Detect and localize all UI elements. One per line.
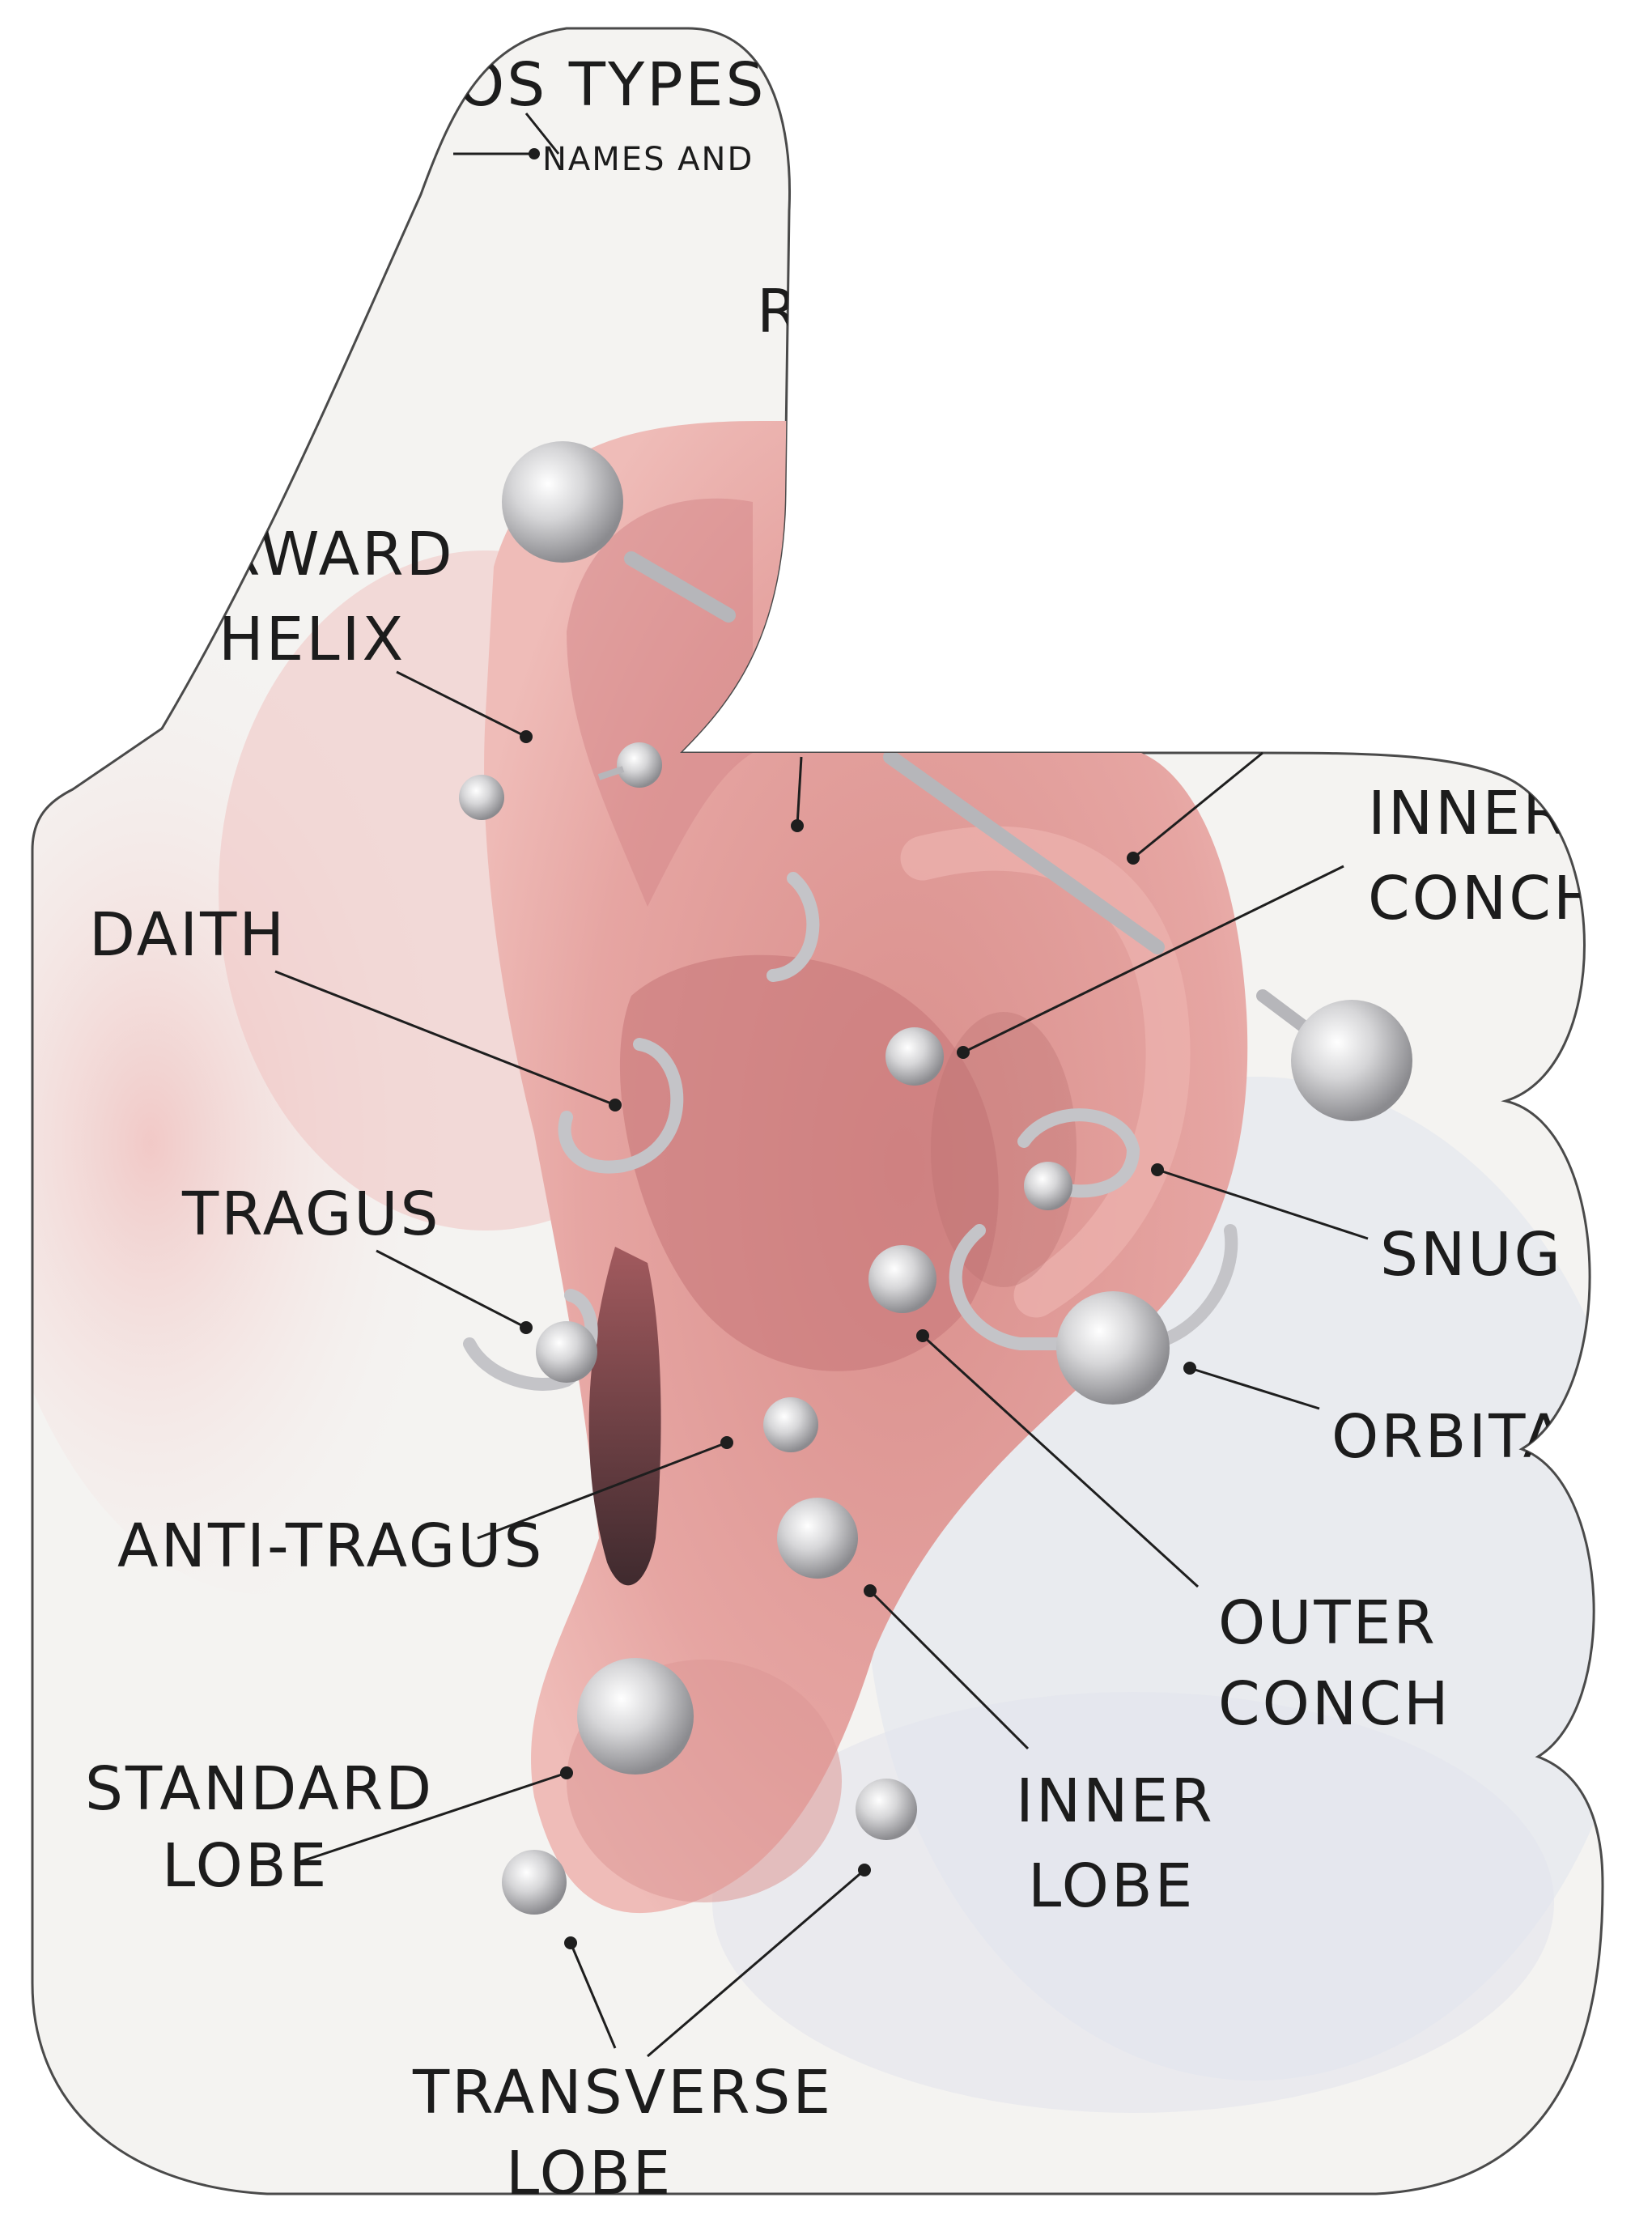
label-transverse-lobe: TRANSVERSE LOBE (412, 2058, 833, 2208)
label-outer-conch: OUTER CONCH (1218, 1588, 1451, 1739)
title-fragment: OS TYPES (457, 50, 767, 120)
forward-helix-ball (502, 441, 623, 563)
label-orbital: ORBITAL (1331, 1402, 1603, 1472)
subtitle-fragment: NAMES AND (542, 141, 754, 178)
svg-text:LOBE: LOBE (162, 1831, 329, 1901)
label-tragus: TRAGUS (181, 1180, 440, 1249)
header: OS TYPES NAMES AND R (457, 50, 801, 346)
svg-text:LOBE: LOBE (506, 2139, 673, 2208)
svg-text:RWARD: RWARD (219, 520, 455, 589)
svg-text:LOBE: LOBE (1028, 1851, 1195, 1921)
label-standard-lobe: STANDARD LOBE (85, 1754, 434, 1901)
svg-text:STANDARD: STANDARD (85, 1754, 434, 1824)
svg-text:HELIX: HELIX (219, 605, 406, 674)
svg-text:TRAGUS: TRAGUS (181, 1180, 440, 1249)
svg-text:CONCH: CONCH (1218, 1669, 1451, 1739)
label-snug: SNUG (1380, 1220, 1563, 1290)
labels: RWARD HELIX DAITH TRAGUS ANTI-TRAGUS STA… (85, 520, 1603, 2208)
svg-text:DAITH: DAITH (89, 900, 287, 970)
leader-lines (274, 113, 1369, 2058)
svg-text:CONCH: CONCH (1368, 864, 1601, 933)
label-forward-helix: RWARD HELIX (219, 520, 455, 674)
label-anti-tragus: ANTI-TRAGUS (117, 1511, 544, 1581)
side-fragment: R (757, 277, 801, 346)
label-inner-lobe: INNER LOBE (1016, 1766, 1215, 1921)
svg-text:INNER: INNER (1368, 779, 1567, 848)
industrial-end-ball (1291, 1000, 1412, 1121)
svg-text:ANTI-TRAGUS: ANTI-TRAGUS (117, 1511, 544, 1581)
svg-text:SNUG: SNUG (1380, 1220, 1563, 1290)
jewelry (459, 441, 1412, 1915)
svg-text:INNER: INNER (1016, 1766, 1215, 1836)
svg-text:OUTER: OUTER (1218, 1588, 1438, 1658)
svg-text:TRANSVERSE: TRANSVERSE (412, 2058, 833, 2127)
svg-text:ORBITAL: ORBITAL (1331, 1402, 1603, 1472)
label-daith: DAITH (89, 900, 287, 970)
